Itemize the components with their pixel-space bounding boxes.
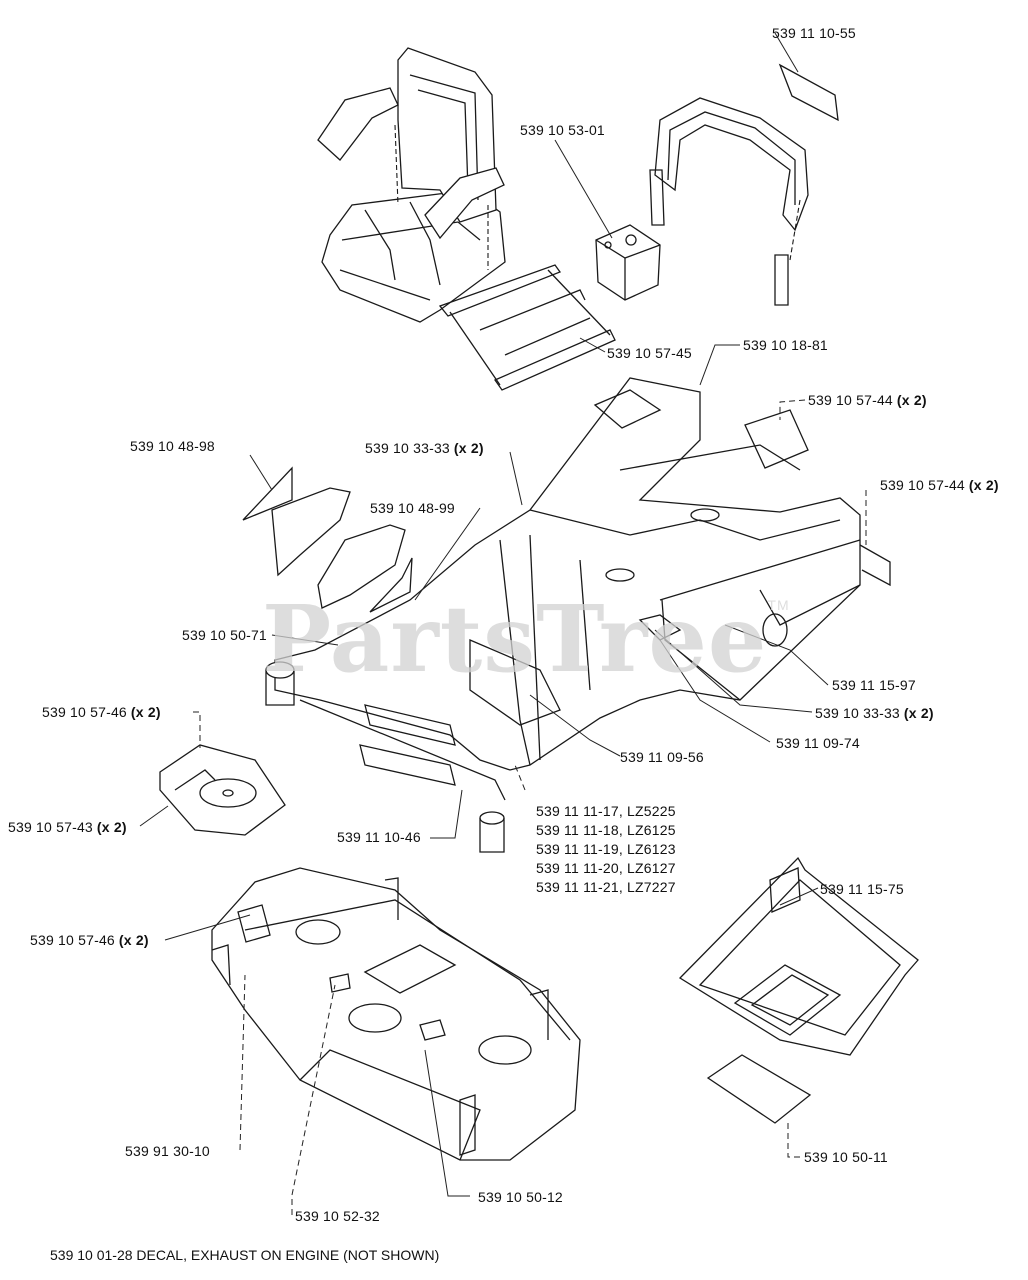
callout-quantity: (x 2) bbox=[896, 392, 927, 408]
leader-lines bbox=[139, 32, 867, 1215]
callout-539-10-57-46-left[interactable]: 539 10 57-46(x 2) bbox=[42, 704, 161, 720]
callout-part-number: 539 10 33-33 bbox=[365, 440, 450, 456]
seat-drawing bbox=[317, 47, 616, 391]
callout-quantity: (x 2) bbox=[130, 704, 161, 720]
callout-part-number: 539 11 11-20, LZ6127 bbox=[536, 860, 676, 876]
callout-539-10-57-44-right[interactable]: 539 10 57-44(x 2) bbox=[880, 477, 999, 493]
side-plates-drawing bbox=[242, 466, 413, 613]
callout-quantity: (x 2) bbox=[968, 477, 999, 493]
callout-539-10-50-11[interactable]: 539 10 50-11 bbox=[804, 1149, 892, 1165]
callout-part-number: 539 11 11-18, LZ6125 bbox=[536, 822, 676, 838]
callout-part-number: 539 11 11-21, LZ7227 bbox=[536, 879, 676, 895]
watermark-trademark: TM bbox=[767, 597, 790, 613]
callout-539-10-57-46-deck[interactable]: 539 10 57-46(x 2) bbox=[30, 932, 149, 948]
callout-part-number: 539 11 10-46 bbox=[337, 829, 421, 845]
callout-part-number: 539 10 48-98 bbox=[130, 438, 215, 454]
partstree-watermark: PartsTreeTM bbox=[262, 585, 790, 693]
callout-539-10-50-12[interactable]: 539 10 50-12 bbox=[478, 1189, 567, 1205]
footer-note: 539 10 01-28 DECAL, EXHAUST ON ENGINE (N… bbox=[50, 1247, 440, 1263]
callout-539-91-30-10[interactable]: 539 91 30-10 bbox=[125, 1143, 214, 1159]
callout-539-10-53-01[interactable]: 539 10 53-01 bbox=[520, 122, 609, 138]
callout-part-number: 539 10 53-01 bbox=[520, 122, 605, 138]
watermark-text: PartsTree bbox=[262, 585, 768, 693]
callout-part-number: 539 11 09-74 bbox=[776, 735, 860, 751]
callout-539-11-10-55[interactable]: 539 11 10-55 bbox=[772, 25, 860, 41]
callout-539-11-09-56[interactable]: 539 11 09-56 bbox=[620, 749, 708, 765]
callout-part-number: 539 10 50-71 bbox=[182, 627, 267, 643]
callout-539-10-48-99[interactable]: 539 10 48-99 bbox=[370, 500, 459, 516]
battery-box-drawing bbox=[595, 224, 661, 301]
callout-part-number: 539 11 09-56 bbox=[620, 749, 704, 765]
callout-539-10-52-32[interactable]: 539 10 52-32 bbox=[295, 1208, 384, 1224]
callout-quantity: (x 2) bbox=[118, 932, 149, 948]
callout-539-10-33-33-lower[interactable]: 539 10 33-33(x 2) bbox=[815, 705, 934, 721]
callout-539-11-10-46[interactable]: 539 11 10-46 bbox=[337, 829, 425, 845]
callout-539-10-57-43[interactable]: 539 10 57-43(x 2) bbox=[8, 819, 127, 835]
callout-part-number: 539 10 57-44 bbox=[880, 477, 965, 493]
callout-539-10-33-33-upper[interactable]: 539 10 33-33(x 2) bbox=[365, 440, 484, 456]
rops-frame-drawing bbox=[649, 63, 839, 306]
callout-539-10-48-98[interactable]: 539 10 48-98 bbox=[130, 438, 219, 454]
callout-part-number: 539 10 57-46 bbox=[30, 932, 115, 948]
callout-539-11-15-75[interactable]: 539 11 15-75 bbox=[820, 881, 908, 897]
callout-part-number: 539 10 50-12 bbox=[478, 1189, 563, 1205]
callout-539-11-11-20[interactable]: 539 11 11-20, LZ6127 bbox=[536, 860, 680, 876]
callout-part-number: 539 10 33-33 bbox=[815, 705, 900, 721]
callout-part-number: 539 11 15-75 bbox=[820, 881, 904, 897]
callout-part-number: 539 11 15-97 bbox=[832, 677, 916, 693]
mower-deck-drawing bbox=[211, 867, 581, 1161]
callout-part-number: 539 11 10-55 bbox=[772, 25, 856, 41]
callout-part-number: 539 11 11-19, LZ6123 bbox=[536, 841, 676, 857]
callout-part-number: 539 10 57-43 bbox=[8, 819, 93, 835]
callout-part-number: 539 10 52-32 bbox=[295, 1208, 380, 1224]
callout-539-11-15-97[interactable]: 539 11 15-97 bbox=[832, 677, 920, 693]
callout-539-10-18-81[interactable]: 539 10 18-81 bbox=[743, 337, 832, 353]
callout-part-number: 539 10 48-99 bbox=[370, 500, 455, 516]
callout-part-number: 539 10 57-44 bbox=[808, 392, 893, 408]
callout-quantity: (x 2) bbox=[96, 819, 127, 835]
callout-539-11-11-17[interactable]: 539 11 11-17, LZ5225 bbox=[536, 803, 680, 819]
callout-part-number: 539 10 57-46 bbox=[42, 704, 127, 720]
callout-539-11-09-74[interactable]: 539 11 09-74 bbox=[776, 735, 864, 751]
pedestal-plate-drawing bbox=[159, 744, 286, 836]
callout-539-10-57-44-upper[interactable]: 539 10 57-44(x 2) bbox=[808, 392, 927, 408]
callout-539-11-11-21[interactable]: 539 11 11-21, LZ7227 bbox=[536, 879, 680, 895]
callout-539-11-11-19[interactable]: 539 11 11-19, LZ6123 bbox=[536, 841, 680, 857]
callout-539-10-50-71[interactable]: 539 10 50-71 bbox=[182, 627, 271, 643]
callout-part-number: 539 91 30-10 bbox=[125, 1143, 210, 1159]
callout-part-number: 539 10 50-11 bbox=[804, 1149, 888, 1165]
callout-quantity: (x 2) bbox=[453, 440, 484, 456]
chassis-frame-drawing bbox=[265, 377, 891, 853]
callout-539-10-57-45[interactable]: 539 10 57-45 bbox=[607, 345, 696, 361]
callout-quantity: (x 2) bbox=[903, 705, 934, 721]
callout-part-number: 539 10 57-45 bbox=[607, 345, 692, 361]
callout-part-number: 539 11 11-17, LZ5225 bbox=[536, 803, 676, 819]
floor-pan-drawing bbox=[678, 856, 919, 1124]
callout-part-number: 539 10 18-81 bbox=[743, 337, 828, 353]
callout-539-11-11-18[interactable]: 539 11 11-18, LZ6125 bbox=[536, 822, 680, 838]
